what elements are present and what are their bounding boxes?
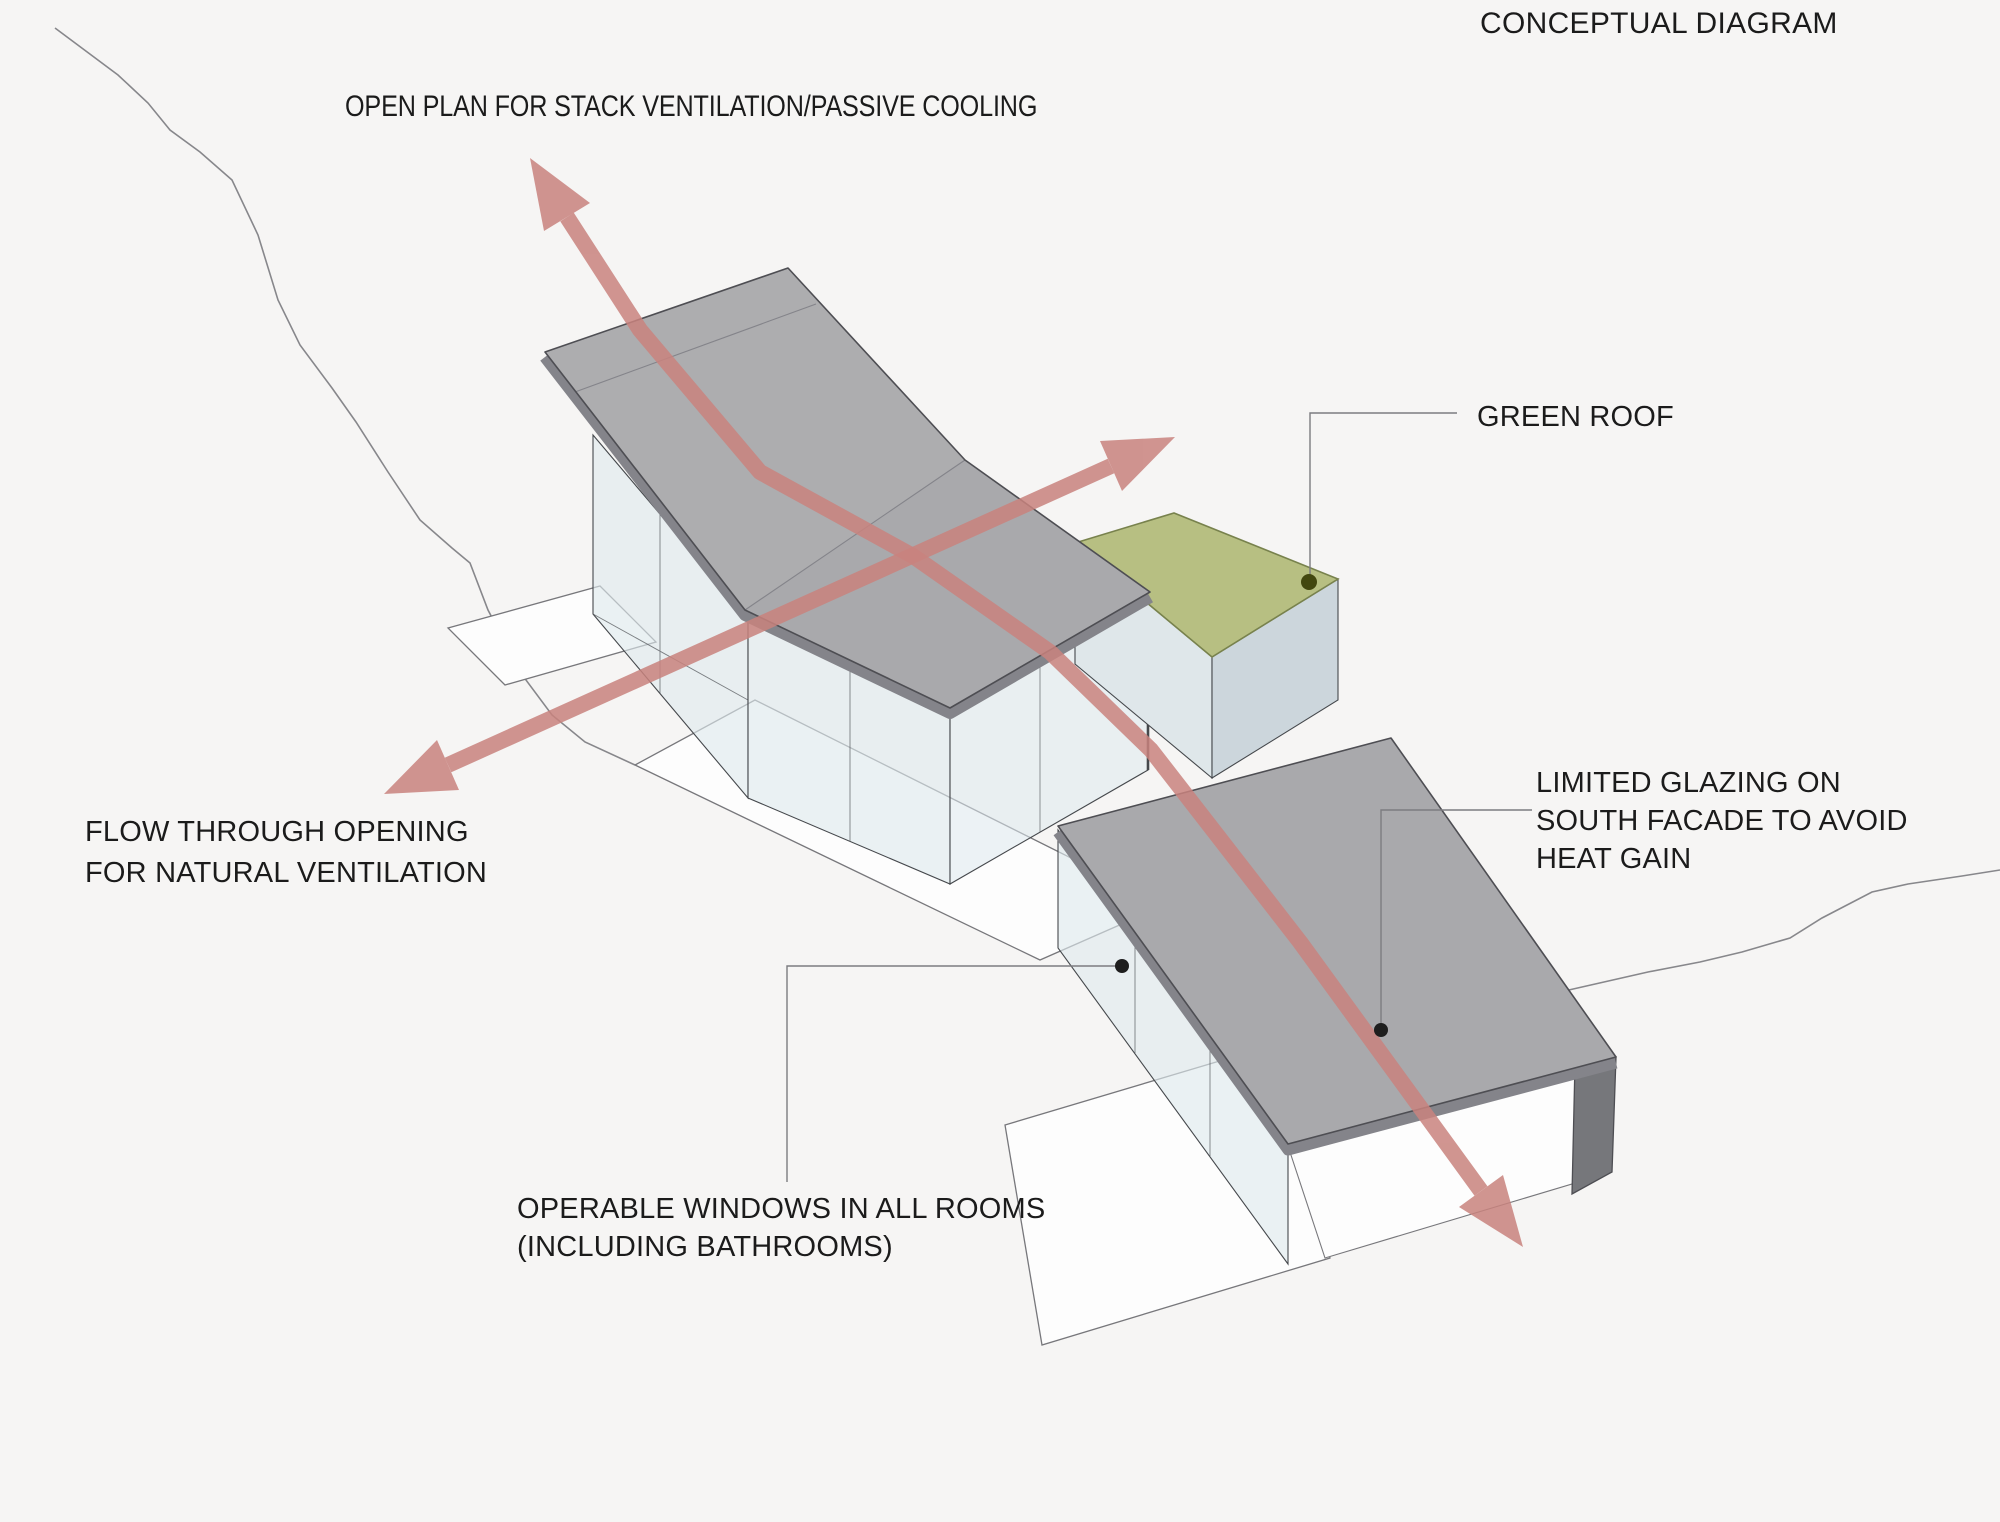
annotation-line: HEAT GAIN [1536, 843, 1692, 875]
annotation-green-roof: GREEN ROOF [1477, 401, 1674, 433]
page-title: CONCEPTUAL DIAGRAM [1480, 7, 1838, 40]
stack-ventilation-arrow [530, 158, 1523, 1247]
green-roof-leader-line [1309, 412, 1457, 582]
upper-roof-fold-line [744, 459, 966, 611]
annotation-line: OPERABLE WINDOWS IN ALL ROOMS [517, 1193, 1046, 1225]
upper-roof-fascia-line [574, 303, 817, 393]
upper-roof-outline [544, 267, 1151, 709]
annotation-operable-windows: OPERABLE WINDOWS IN ALL ROOMS (INCLUDING… [517, 1190, 1045, 1266]
flow-arrow-head-right-icon [1100, 437, 1175, 491]
annotation-flow-through: FLOW THROUGH OPENING FOR NATURAL VENTILA… [85, 812, 487, 894]
operable-windows-leader-dot [1115, 959, 1129, 973]
lower-roof-surface [1057, 737, 1617, 1145]
annotation-open-plan: OPEN PLAN FOR STACK VENTILATION/PASSIVE … [345, 90, 1038, 123]
limited-glazing-leader-line [1380, 809, 1532, 1030]
limited-glazing-leader-dot [1374, 1023, 1388, 1037]
stack-arrow-shaft [560, 212, 1488, 1196]
annotation-line: FOR NATURAL VENTILATION [85, 857, 488, 889]
stack-arrow-head-down-icon [1459, 1175, 1523, 1247]
annotation-line: FLOW THROUGH OPENING [85, 816, 469, 848]
green-roof-leader-dot [1301, 574, 1317, 590]
annotation-line: LIMITED GLAZING ON [1536, 767, 1841, 799]
terrain-contour-right [1467, 869, 2000, 1013]
flow-through-arrow [384, 437, 1175, 794]
lower-roof-thickness [1053, 828, 1618, 1156]
green-roof-surface [1073, 512, 1340, 658]
flow-arrow-head-left-icon [384, 740, 459, 794]
annotation-limited-glazing: LIMITED GLAZING ON SOUTH FACADE TO AVOID… [1536, 764, 1908, 878]
stack-arrow-head-up-icon [530, 158, 590, 231]
annotation-line: SOUTH FACADE TO AVOID [1536, 805, 1908, 837]
annotation-line: (INCLUDING BATHROOMS) [517, 1231, 893, 1263]
operable-windows-leader-line [786, 965, 1120, 1182]
flow-arrow-shaft [444, 458, 1115, 773]
